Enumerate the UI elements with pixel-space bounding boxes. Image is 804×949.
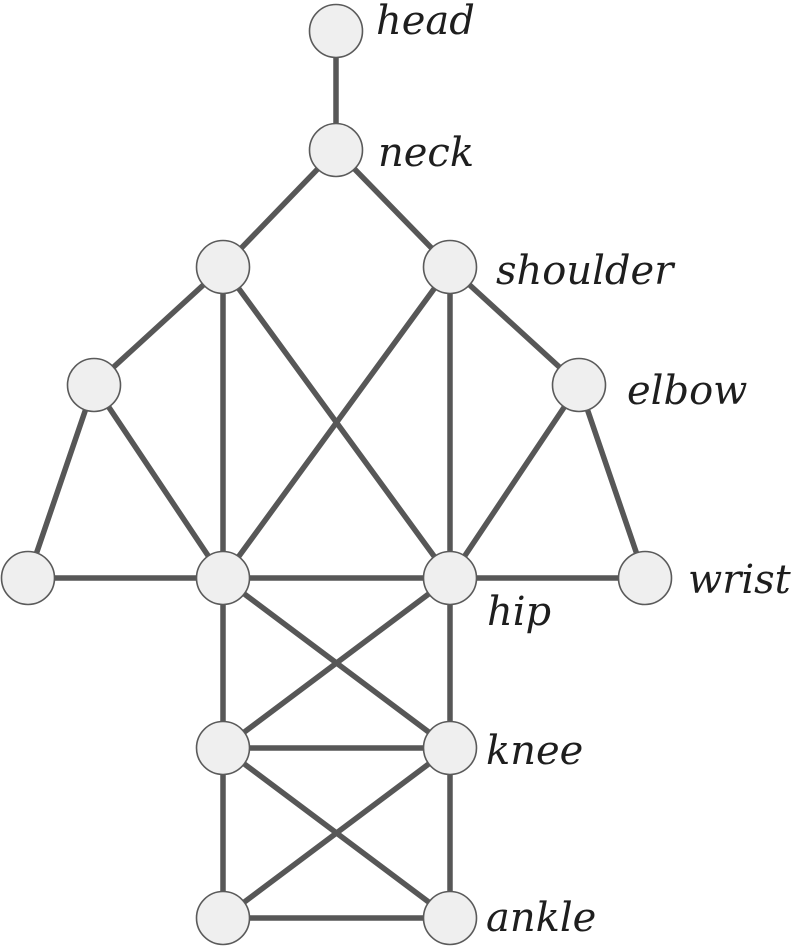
node-elbow-right [551,357,607,413]
node-ankle-left [195,890,251,946]
node-hip-right [422,550,478,606]
edge-shoulder-left-elbow-left [91,264,226,388]
label-knee: knee [486,728,583,774]
edge-elbow-left-hip-left [91,382,226,581]
label-ankle: ankle [486,895,596,941]
node-ankle-right [422,890,478,946]
edge-shoulder-right-hip-left [220,264,453,581]
node-wrist-left [0,550,56,606]
node-knee-right [422,720,478,776]
label-wrist: wrist [688,557,792,603]
node-knee-left [195,720,251,776]
node-elbow-left [66,357,122,413]
node-hip-left [195,550,251,606]
edge-elbow-left-wrist-left [25,382,97,581]
label-shoulder: shoulder [496,248,676,294]
edge-elbow-right-wrist-right [576,382,648,581]
node-neck [308,122,364,178]
label-elbow: elbow [627,368,747,414]
edge-hip-right-knee-left [220,575,453,751]
node-shoulder-right [422,239,478,295]
node-wrist-right [617,550,673,606]
labels-layer: head neck shoulder elbow wrist hip knee … [376,0,792,941]
edge-knee-right-ankle-left [220,745,453,921]
node-head [308,3,364,59]
edge-elbow-right-hip-right [447,382,582,581]
label-head: head [376,0,475,44]
edge-shoulder-right-elbow-right [447,264,582,388]
nodes-layer [0,3,673,946]
label-hip: hip [487,589,551,635]
label-neck: neck [378,130,474,176]
node-shoulder-left [195,239,251,295]
edges-layer [25,28,648,921]
